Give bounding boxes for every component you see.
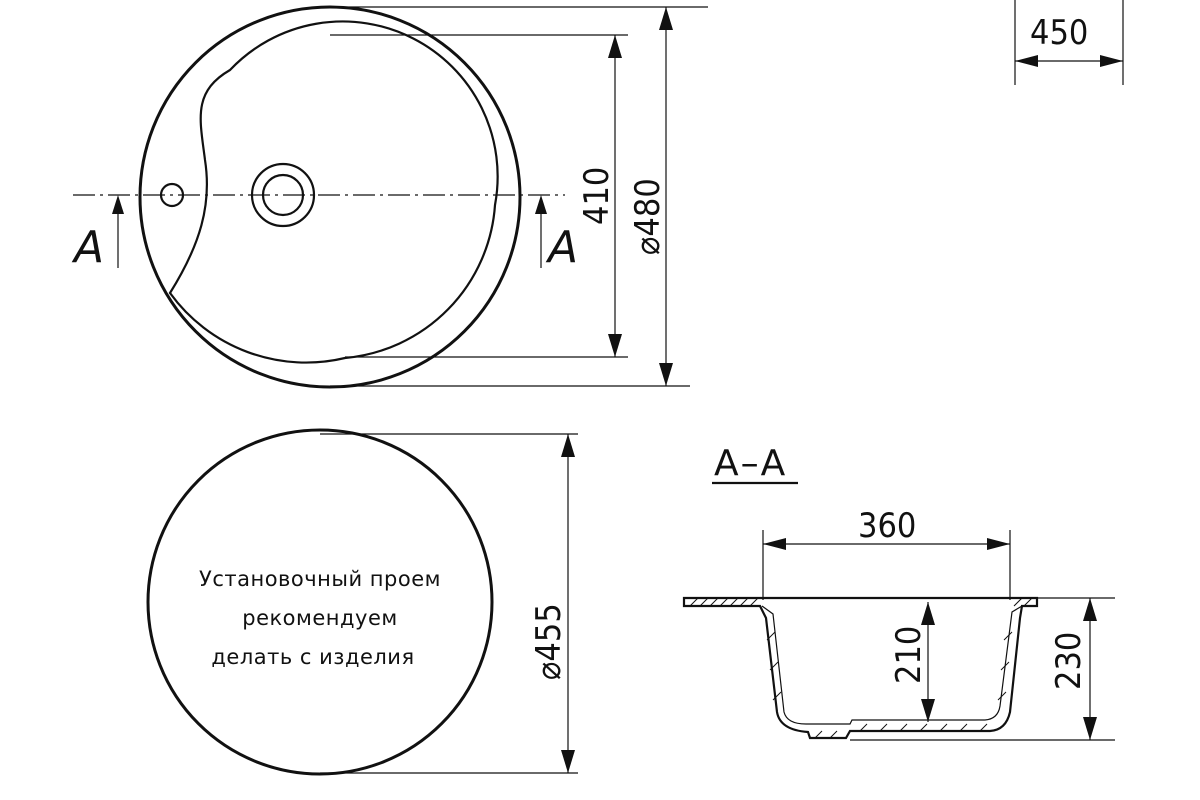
section-title: А–А	[714, 443, 787, 484]
dim-label-360: 360	[858, 506, 916, 546]
cutout-note-line1: Установочный проем	[199, 567, 441, 591]
dim-label-210: 210	[889, 626, 929, 684]
dim-label-455: ⌀455	[529, 603, 569, 680]
section-mark-right: A	[545, 222, 578, 273]
dim-label-450: 450	[1030, 13, 1088, 53]
sink-bowl-contour	[168, 20, 499, 364]
dim-label-230: 230	[1049, 632, 1089, 690]
cutout-view: Установочный проем рекомендуем делать с …	[146, 428, 578, 776]
section-arrow-icon	[112, 195, 124, 268]
cutout-note-line2: рекомендуем	[242, 606, 397, 630]
dim-label-480: ⌀480	[628, 178, 668, 255]
dim-label-410: 410	[577, 167, 617, 225]
section-view: А–А	[682, 443, 1115, 741]
cutout-note-line3: делать с изделия	[211, 645, 414, 669]
section-hatch	[689, 597, 1033, 739]
section-arrow-icon	[535, 195, 547, 268]
cutout-circle	[146, 428, 494, 776]
top-view: A A 410 ⌀480	[71, 5, 708, 389]
section-inner-profile	[761, 605, 1023, 725]
width-450-dimension: 450	[1014, 0, 1124, 85]
section-profile	[682, 596, 1039, 740]
section-mark-left: A	[71, 222, 104, 273]
sink-outer-rim	[138, 5, 522, 389]
